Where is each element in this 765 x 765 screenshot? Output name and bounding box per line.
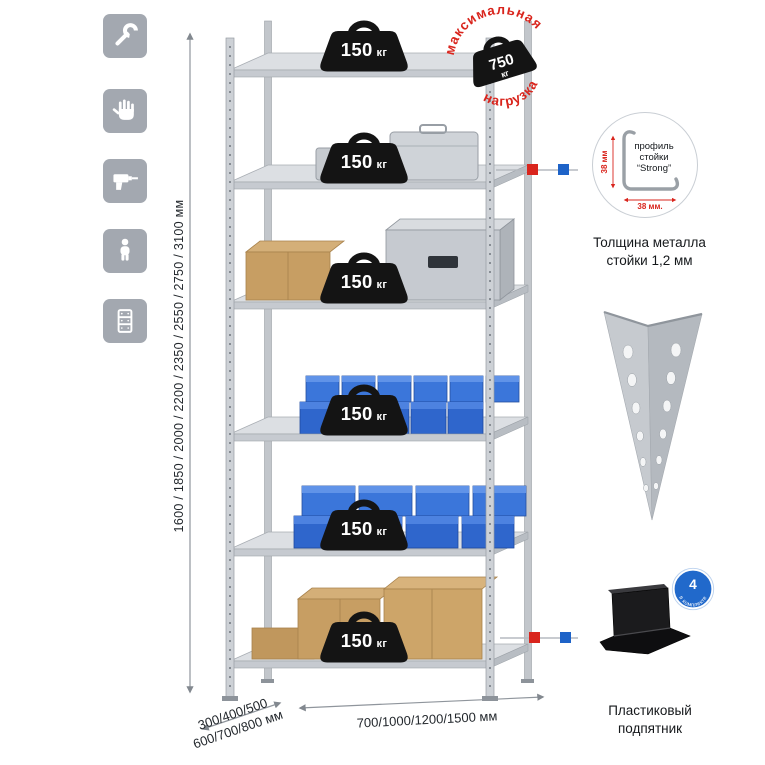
max-load-stamp: максимальная нагрузка 750 кг [432,0,548,116]
badge-number: 4 [689,577,697,592]
cardboard-box [244,240,346,301]
red-marker-square [527,164,538,175]
height-dimension-text: 1600 / 1850 / 2000 / 2200 / 2350 / 2550 … [172,199,186,533]
cardboard-boxes [251,576,499,660]
profile-label-1: профиль [634,141,673,152]
max-load-unit: кг [500,68,511,80]
profile-dim-vertical: 38 мм [600,150,609,173]
blue-marker-square [558,164,569,175]
profile-caption: Толщина металла стойки 1,2 мм [593,235,706,268]
gloves-icon [112,99,134,120]
depth-dimension-line [201,701,282,731]
max-load-weight-icon: 750 кг [473,36,537,88]
feature-tile-gloves [103,89,147,133]
profile-dim-horizontal: 38 мм. [637,202,662,211]
feature-tile-rack [103,299,147,343]
foot-caption: Пластиковый подпятник [608,703,692,736]
profile-label-3: “Strong” [637,163,671,174]
weight-icon [320,132,408,184]
drill-icon [113,174,138,190]
corner-post-image [603,310,703,521]
red-marker-square [529,632,540,643]
weight-icon [320,252,408,304]
feature-tile-drill [103,159,147,203]
weight-icon [320,20,408,72]
wrench-icon [115,23,138,46]
top-callout-connector [496,164,578,175]
bottom-callout-connector [500,632,578,643]
max-load-value: 750 [487,51,516,75]
metal-case [384,218,516,301]
person-icon [120,238,130,261]
included-count-badge: 4 в комплекте [671,567,715,611]
feature-tile-person [103,229,147,273]
plastic-foot-image [599,584,691,655]
profile-label-2: стойки [639,152,668,163]
width-dimension-line [298,693,545,712]
blue-marker-square [560,632,571,643]
weight-icon [320,384,408,436]
weight-icon [320,611,408,663]
rack-icon [117,309,133,333]
post-profile-drawing [622,130,680,191]
post-profile-callout: 38 мм 38 мм. профиль стойки “Strong” [592,112,698,218]
weight-icon [320,499,408,551]
feature-tile-wrench [103,14,147,58]
